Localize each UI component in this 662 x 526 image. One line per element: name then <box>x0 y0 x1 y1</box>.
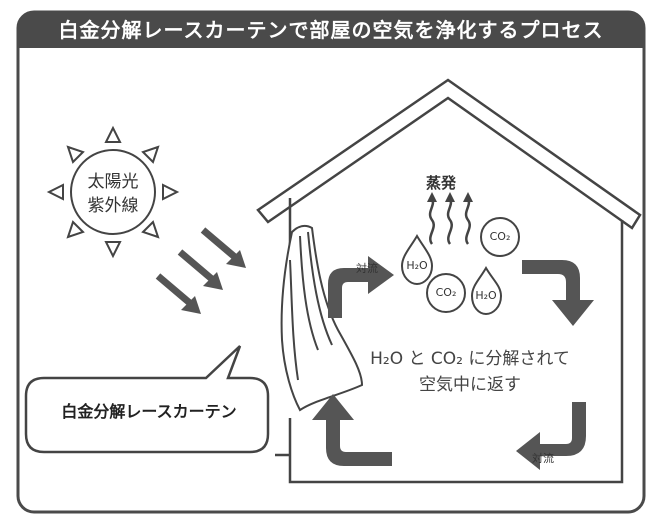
title-bar <box>18 12 644 48</box>
convection-label-bottom: 対流 <box>532 452 554 465</box>
h2o-drop-top <box>400 234 434 286</box>
convection-arrow-upper-right <box>522 260 594 326</box>
convection-arrow-lower-right <box>516 402 586 470</box>
sunlight-arrows <box>155 227 246 314</box>
convection-label-top: 対流 <box>356 262 378 275</box>
h2o-label-bottom: H₂O <box>475 289 497 302</box>
convection-arrow-lower-left <box>312 394 392 466</box>
co2-circle-top <box>480 217 520 257</box>
molecule-shapes <box>400 217 520 316</box>
co2-label-bottom: CO₂ <box>435 286 457 299</box>
sun-label: 太陽光 紫外線 <box>70 170 156 218</box>
curtain-callout <box>24 345 270 454</box>
sun-icon <box>46 125 180 259</box>
main-message-line1: H₂O と CO₂ に分解されて <box>370 349 570 369</box>
co2-label-top: CO₂ <box>489 230 511 243</box>
house-roof <box>256 78 642 230</box>
convection-arrows <box>312 256 594 470</box>
sun-label-line1: 太陽光 <box>87 172 139 192</box>
lace-curtain <box>280 224 364 412</box>
page-title: 白金分解レースカーテンで部屋の空気を浄化するプロセス <box>58 18 604 42</box>
evaporation-arrows <box>427 192 473 245</box>
h2o-label-top: H₂O <box>406 259 428 272</box>
main-message-line2: 空気中に返す <box>419 375 521 395</box>
co2-circle-bottom <box>426 273 466 313</box>
convection-arrow-upper-left <box>328 256 394 318</box>
h2o-drop-bottom <box>470 266 503 316</box>
main-message: H₂O と CO₂ に分解されて 空気中に返す <box>345 346 595 398</box>
sun-label-line2: 紫外線 <box>87 196 139 216</box>
evaporation-label: 蒸発 <box>426 174 457 192</box>
curtain-label: 白金分解レースカーテン <box>61 402 237 421</box>
